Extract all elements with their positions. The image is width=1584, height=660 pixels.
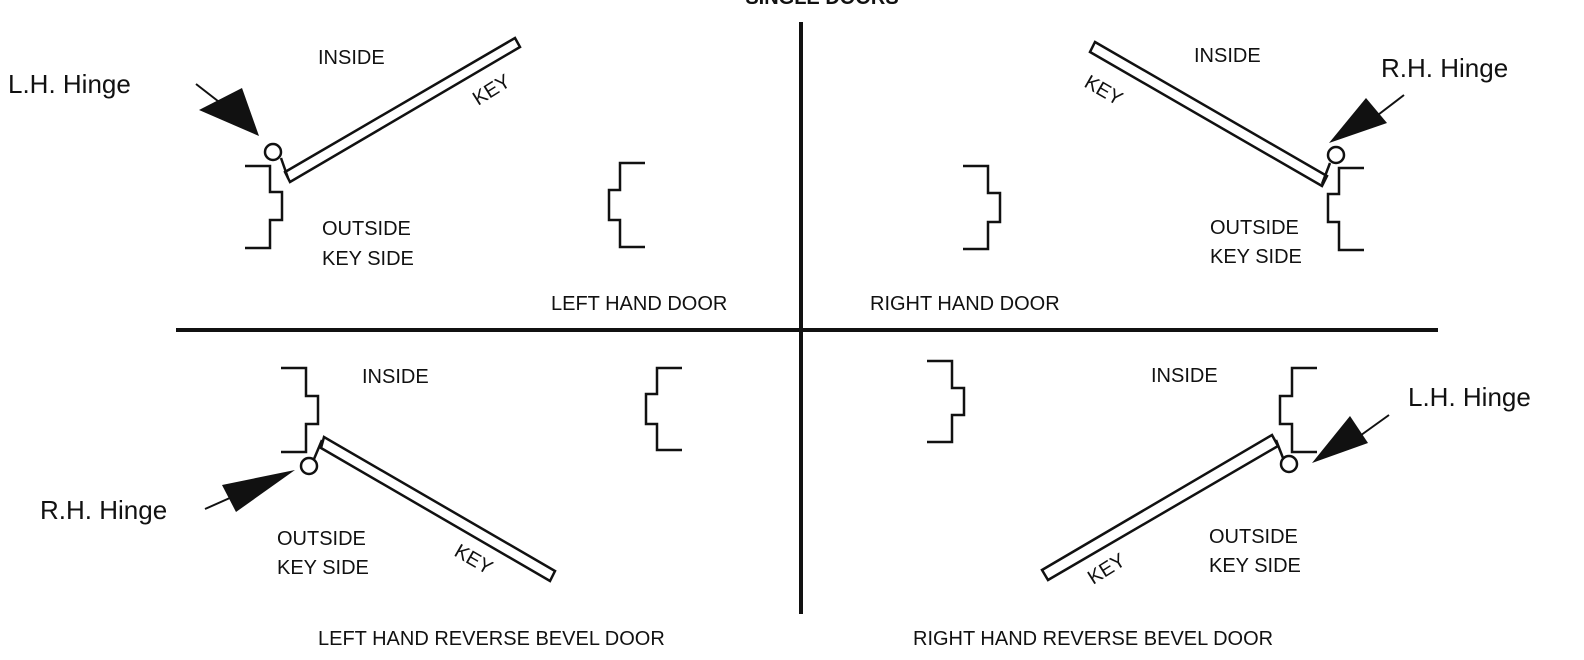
outside-label: OUTSIDE [1209, 526, 1298, 548]
hinge-arrow-head [222, 470, 295, 512]
key-side-label: KEY SIDE [277, 557, 369, 579]
door-bevel-edge [312, 439, 324, 460]
inside-label: INSIDE [318, 47, 385, 69]
door-type-label: RIGHT HAND REVERSE BEVEL DOOR [913, 628, 1273, 650]
inside-label: INSIDE [362, 366, 429, 388]
hinge-pivot [299, 456, 319, 476]
outside-label: OUTSIDE [277, 528, 366, 550]
quadrant-right-hand-door: R.H. Hinge KEY INSIDE OUTSIDE KEY SIDE R… [870, 40, 1508, 315]
key-side-label: KEY SIDE [1209, 555, 1301, 577]
outside-label: OUTSIDE [322, 218, 411, 240]
door-frame-right [1326, 166, 1364, 252]
quadrant-right-hand-reverse-bevel-door: L.H. Hinge KEY INSIDE OUTSIDE KEY SIDE R… [913, 359, 1531, 650]
inside-label: INSIDE [1151, 365, 1218, 387]
key-label: KEY [1081, 71, 1127, 110]
hinge-label: R.H. Hinge [1381, 53, 1508, 83]
hinge-pivot [263, 142, 283, 162]
hinge-arrow-head [1312, 416, 1368, 463]
door-type-label: LEFT HAND DOOR [551, 293, 727, 315]
key-side-label: KEY SIDE [322, 248, 414, 270]
door-frame-left [281, 366, 320, 454]
hinge-pivot [1326, 145, 1346, 165]
outside-label: OUTSIDE [1210, 217, 1299, 239]
hinge-arrow-head [1329, 98, 1387, 143]
door-bevel-edge [1320, 162, 1332, 185]
key-side-label: KEY SIDE [1210, 246, 1302, 268]
door-frame-right [607, 161, 645, 249]
door-frame-right [1278, 366, 1317, 454]
hinge-label: L.H. Hinge [1408, 382, 1531, 412]
key-label: KEY [469, 70, 515, 110]
door-bevel-edge [279, 157, 290, 179]
door-type-label: RIGHT HAND DOOR [870, 293, 1060, 315]
hinge-pivot [1279, 454, 1299, 474]
door-frame-left [245, 164, 284, 250]
door-leaf [283, 36, 522, 184]
door-bevel-edge [1274, 439, 1285, 459]
door-type-label: LEFT HAND REVERSE BEVEL DOOR [318, 628, 665, 650]
hinge-label: R.H. Hinge [40, 495, 167, 525]
door-frame-right [644, 366, 682, 452]
diagram-title: SINGLE DOORS [745, 0, 898, 9]
hinge-arrow-head [199, 88, 259, 136]
hinge-label: L.H. Hinge [8, 69, 131, 99]
quadrant-left-hand-door: L.H. Hinge KEY INSIDE OUTSIDE KEY SIDE L… [8, 36, 727, 315]
quadrant-left-hand-reverse-bevel-door: R.H. Hinge KEY INSIDE OUTSIDE KEY SIDE L… [40, 366, 682, 650]
door-frame-left [963, 164, 1002, 251]
door-leaf [1088, 40, 1329, 188]
inside-label: INSIDE [1194, 45, 1261, 67]
door-frame-left [927, 359, 966, 444]
hinge-arrow-shaft [1356, 414, 1390, 439]
